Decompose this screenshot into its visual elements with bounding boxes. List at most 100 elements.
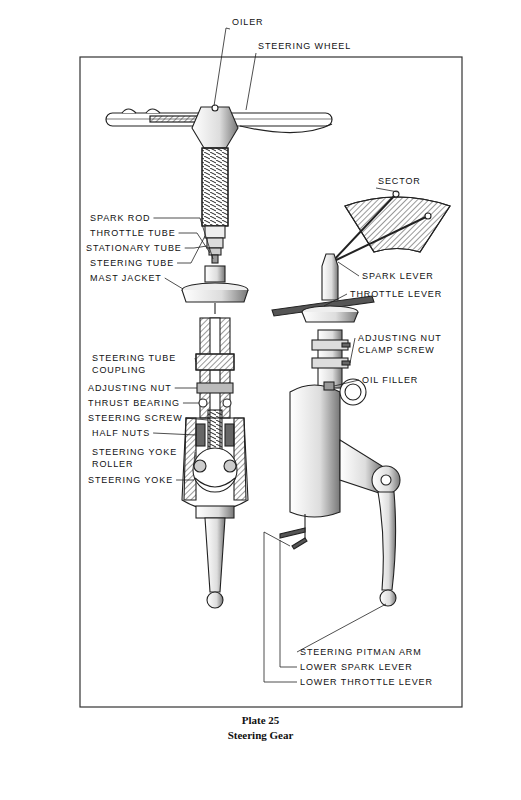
lower-column-section-part — [196, 354, 234, 370]
frame-part — [80, 57, 462, 707]
lower-column-section-part — [195, 478, 235, 487]
part-label: MAST JACKET — [90, 272, 162, 284]
leader-line — [175, 388, 197, 389]
lower-column-section-part — [224, 460, 236, 472]
lower-column-section-part — [225, 424, 234, 446]
mast-jacket-flange — [182, 266, 248, 314]
lower-column-section-part — [205, 518, 225, 592]
part-label: STEERING PITMAN ARM — [300, 646, 422, 658]
wheel-hub-and-upper-column-part — [212, 105, 218, 111]
leader-line — [185, 246, 207, 248]
leader-line — [194, 452, 195, 464]
sector-and-levers — [332, 191, 450, 262]
part-label: STEERING WHEEL — [258, 40, 351, 52]
mast-jacket-flange-part — [205, 266, 225, 282]
lower-column-section-part — [196, 506, 234, 518]
part-label: STEERING YOKE — [88, 474, 173, 486]
right-steering-assembly-part — [381, 475, 391, 485]
part-label: THRUST BEARING — [88, 397, 180, 409]
frame — [80, 57, 462, 707]
part-label: OILER — [232, 16, 264, 28]
lower-column-section-part — [193, 448, 237, 492]
leader-line — [376, 188, 398, 192]
right-steering-assembly — [272, 254, 400, 606]
part-label: HALF NUTS — [92, 427, 150, 439]
right-steering-assembly-part — [304, 514, 305, 540]
leader-line — [153, 433, 196, 435]
steering-wheel-part — [122, 109, 160, 113]
lower-column-section — [182, 318, 248, 608]
leader-line — [179, 233, 210, 253]
lower-column-section-part — [199, 399, 207, 407]
sector-and-levers-part — [425, 213, 431, 219]
lower-column-section-part — [196, 354, 234, 370]
right-steering-assembly-part — [322, 254, 338, 300]
leader-line — [214, 28, 230, 106]
leader-line — [186, 418, 208, 420]
part-label: LOWER SPARK LEVER — [300, 661, 413, 673]
right-steering-assembly-part — [324, 382, 334, 390]
part-label: THROTTLE LEVER — [350, 288, 442, 300]
sector-and-levers-part — [332, 194, 396, 262]
leader-line — [195, 358, 196, 362]
part-label: LOWER THROTTLE LEVER — [300, 676, 433, 688]
leader-line — [338, 262, 359, 276]
lower-column-section-part — [207, 592, 223, 608]
right-steering-assembly-part — [345, 384, 361, 400]
leader-line — [280, 540, 297, 667]
part-label: STEERING SCREW — [88, 412, 183, 424]
leader-line — [165, 278, 183, 289]
right-steering-assembly-part — [342, 343, 350, 347]
part-label: THROTTLE TUBE — [90, 227, 176, 239]
part-label: STATIONARY TUBE — [86, 242, 182, 254]
wheel-hub-and-upper-column-part — [202, 148, 228, 226]
right-steering-assembly-part — [292, 538, 307, 549]
leader-line — [334, 380, 359, 386]
leader-line — [297, 604, 386, 652]
sector-and-levers-part — [332, 216, 428, 262]
steering-wheel-part — [150, 116, 200, 122]
leader-line — [324, 294, 347, 306]
leader-line — [350, 338, 355, 363]
part-label: ADJUSTING NUT CLAMP SCREW — [358, 332, 462, 356]
right-steering-assembly-part — [378, 492, 396, 590]
part-label: SPARK LEVER — [362, 270, 434, 282]
right-steering-assembly-part — [302, 312, 358, 322]
plate-number: Plate 25 — [0, 714, 521, 726]
wheel-hub-and-upper-column — [192, 105, 238, 263]
lower-column-section-part — [194, 460, 206, 472]
wheel-hub-and-upper-column-part — [205, 226, 225, 238]
mast-jacket-flange-part — [182, 290, 248, 302]
steering-wheel-part — [240, 124, 332, 133]
lower-column-section-part — [197, 383, 233, 393]
part-label: STEERING YOKE ROLLER — [92, 446, 192, 470]
part-label: OIL FILLER — [362, 374, 418, 386]
leader-line — [183, 403, 199, 404]
sector-and-levers-part — [345, 197, 450, 252]
leader-line — [246, 53, 256, 110]
sector-and-levers-part — [345, 197, 450, 252]
wheel-hub-and-upper-column-part — [202, 148, 228, 226]
mast-jacket-flange-part — [214, 303, 215, 314]
right-steering-assembly-part — [372, 466, 400, 494]
part-label: STEERING TUBE COUPLING — [92, 352, 192, 376]
part-label: STEERING TUBE — [90, 257, 174, 269]
lower-column-section-part — [196, 424, 205, 446]
wheel-hub-and-upper-column-part — [192, 107, 238, 148]
lower-column-section-part — [223, 399, 231, 407]
right-steering-assembly-part — [342, 361, 350, 365]
lower-column-section-part — [184, 418, 246, 500]
lower-column-section-part — [182, 418, 248, 510]
leader-line — [264, 532, 297, 682]
right-steering-assembly-part — [290, 385, 340, 517]
part-label: SECTOR — [378, 175, 421, 187]
part-label: ADJUSTING NUT — [88, 382, 172, 394]
right-steering-assembly-part — [380, 590, 396, 606]
figure-caption: Steering Gear — [0, 729, 521, 741]
leader-line — [176, 480, 194, 481]
right-steering-assembly-part — [280, 528, 305, 538]
part-label: SPARK ROD — [90, 212, 150, 224]
